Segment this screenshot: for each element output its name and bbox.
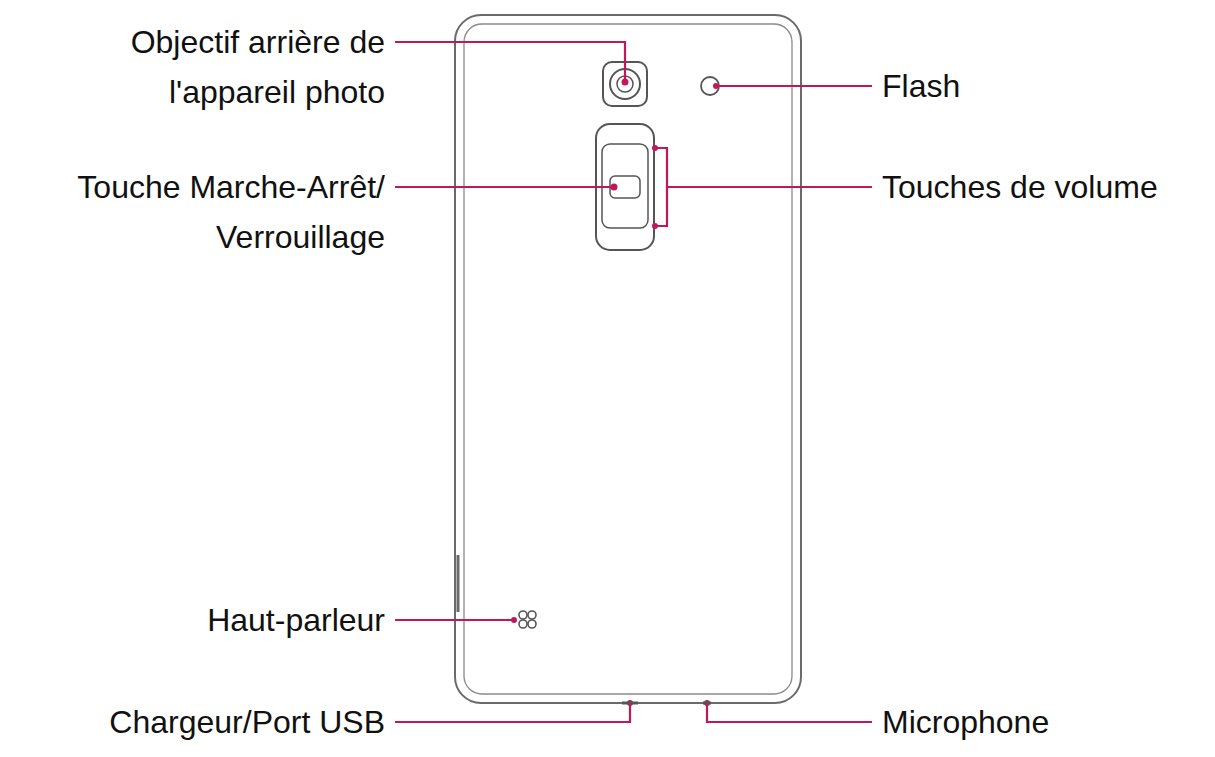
part-label: Flash: [882, 61, 1202, 111]
side-slot: [457, 555, 460, 612]
leader-line: [395, 703, 630, 722]
leader-dots: [511, 79, 719, 707]
leader-dot: [611, 184, 618, 191]
leader-dot: [652, 145, 658, 151]
leader-line: [395, 186, 614, 188]
usb-port: [622, 702, 638, 705]
leader-dot: [713, 83, 719, 89]
speaker-hole: [519, 620, 527, 628]
part-label: Microphone: [882, 697, 1207, 747]
part-label: Touches de volume: [882, 162, 1207, 212]
leader-line: [395, 619, 514, 621]
leader-lines: [395, 42, 872, 722]
leader-dot: [622, 79, 629, 86]
leader-line: [707, 703, 872, 722]
leader-line: [395, 42, 625, 80]
flash-symbol: [701, 77, 719, 95]
volume-bracket: [655, 148, 667, 226]
part-label: Objectif arrière de l'appareil photo: [55, 17, 385, 117]
part-label: Chargeur/Port USB: [15, 697, 385, 747]
part-label: Haut-parleur: [15, 595, 385, 645]
speaker-symbol: [519, 611, 536, 628]
leader-dot: [652, 223, 658, 229]
bottom-openings: [622, 702, 711, 705]
leader-dot: [511, 617, 517, 623]
speaker-hole: [528, 620, 536, 628]
leader-line: [667, 186, 872, 188]
phone-body: [455, 15, 801, 703]
speaker-hole: [528, 611, 536, 619]
leader-line: [716, 85, 872, 87]
phone-outline: [455, 15, 801, 703]
leader-dot: [704, 700, 710, 706]
power-key: [610, 176, 640, 198]
microphone-hole: [703, 702, 711, 705]
phone-inner-edge: [464, 24, 792, 694]
part-label: Touche Marche-Arrêt/ Verrouillage: [15, 162, 385, 262]
speaker-hole: [519, 611, 527, 619]
